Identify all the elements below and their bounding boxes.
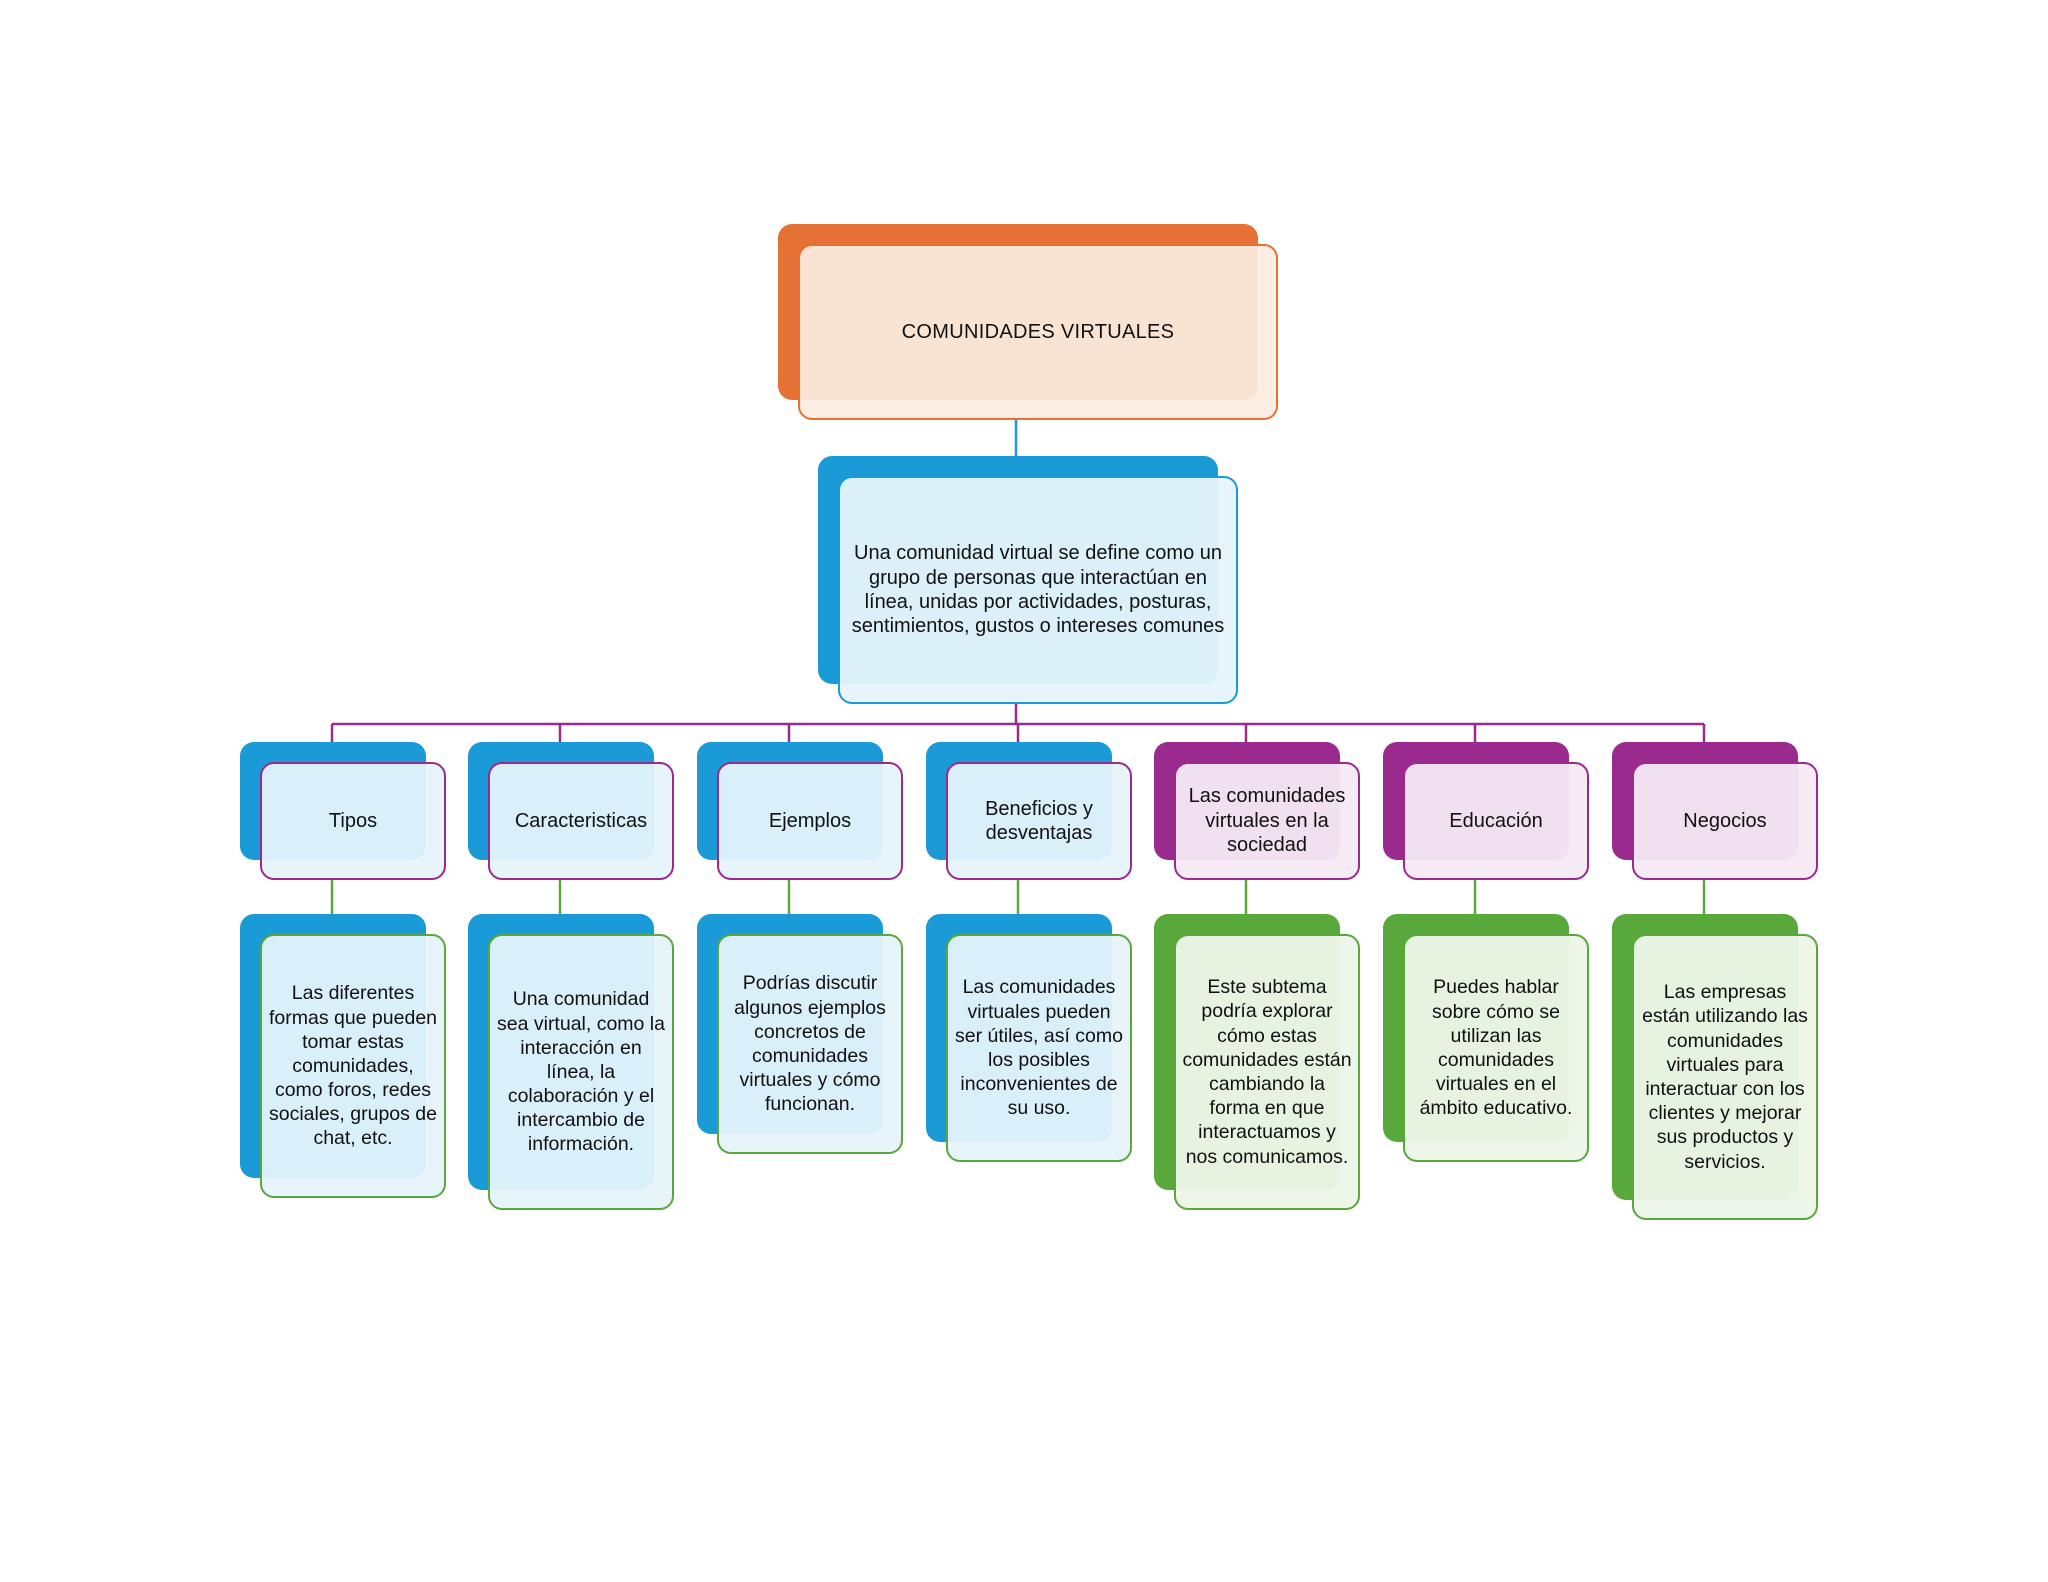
category-label: Ejemplos — [717, 762, 903, 880]
category-label: Caracteristicas — [488, 762, 674, 880]
category-label: Educación — [1403, 762, 1589, 880]
root-title: COMUNIDADES VIRTUALES — [798, 244, 1278, 420]
category-label: Beneficios y desventajas — [946, 762, 1132, 880]
description-text: Podrías discutir algunos ejemplos concre… — [717, 934, 903, 1154]
description-text: Puedes hablar sobre cómo se utilizan las… — [1403, 934, 1589, 1162]
description-text: Las comunidades virtuales pueden ser úti… — [946, 934, 1132, 1162]
description-text: Las empresas están utilizando las comuni… — [1632, 934, 1818, 1220]
definition-text: Una comunidad virtual se define como un … — [838, 476, 1238, 704]
category-label: Negocios — [1632, 762, 1818, 880]
description-text: Este subtema podría explorar cómo estas … — [1174, 934, 1360, 1210]
category-label: Las comunidades virtuales en la sociedad — [1174, 762, 1360, 880]
description-text: Las diferentes formas que pueden tomar e… — [260, 934, 446, 1198]
description-text: Una comunidad sea virtual, como la inter… — [488, 934, 674, 1210]
category-label: Tipos — [260, 762, 446, 880]
